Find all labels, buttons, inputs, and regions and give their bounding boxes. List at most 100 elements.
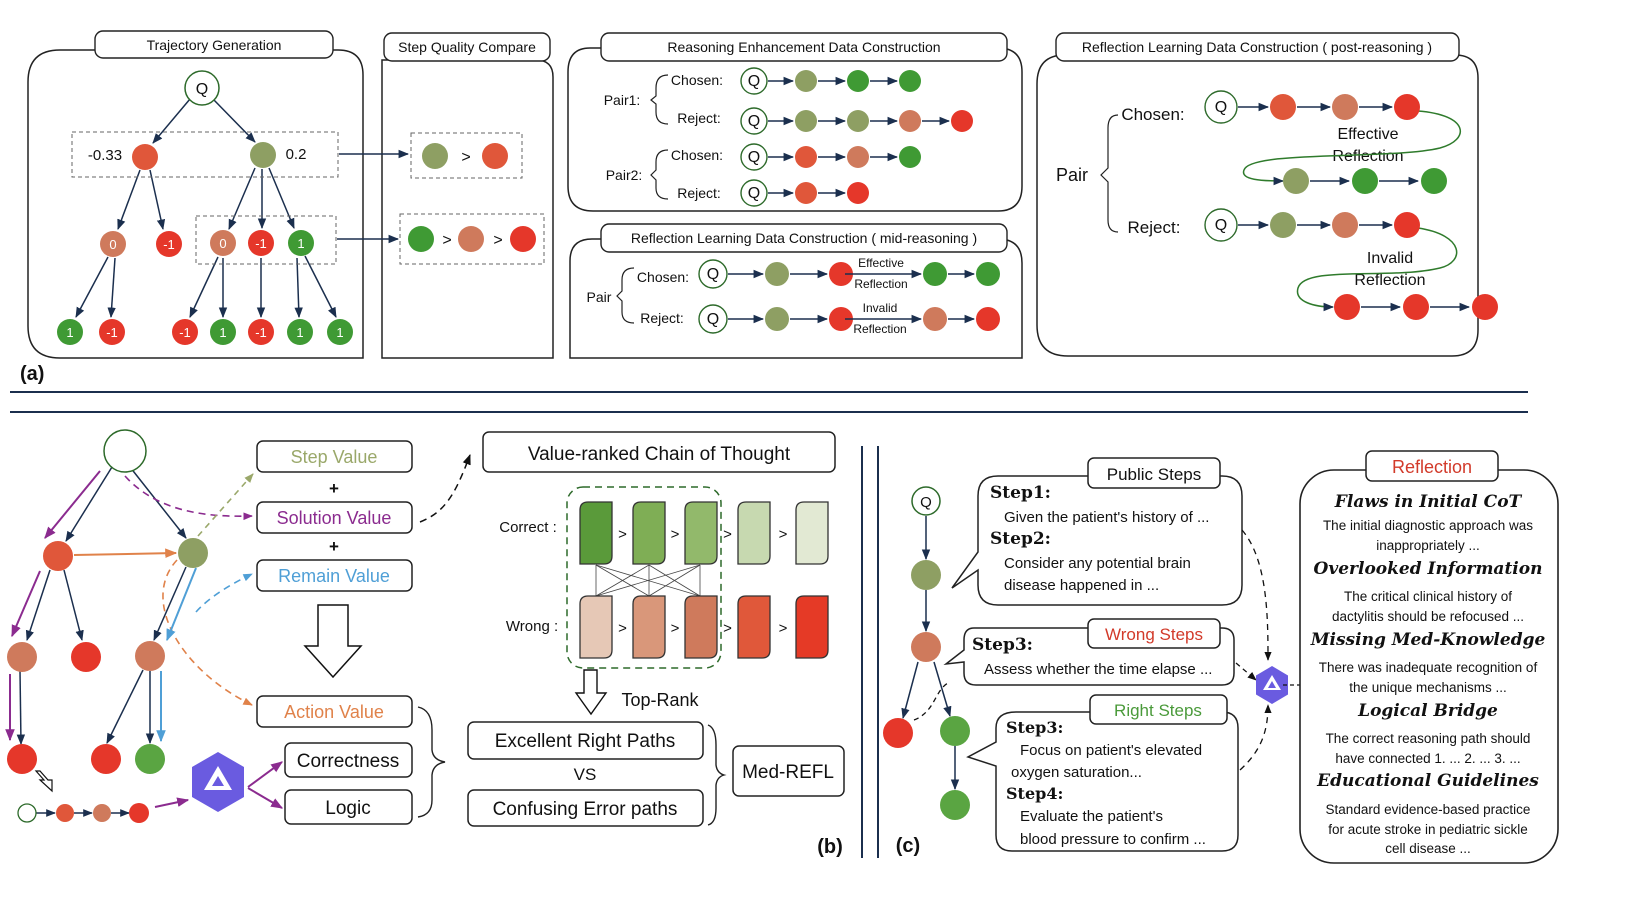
chain-node [795,70,817,92]
right-step4-text-1: Evaluate the patient's [1020,808,1163,825]
chain-node [899,70,921,92]
action-value-box [256,695,413,728]
b-chain-q [17,803,37,823]
value-left: -0.33 [88,147,122,164]
panel-c: Q Public Steps Step1: Given the patient'… [883,450,1559,864]
public-step2-label: Step2: [990,529,1051,549]
cot-block [737,501,771,565]
level3-node [287,319,313,345]
reflection-h5: Educational Guidelines [1316,771,1539,791]
chain-node [765,262,789,286]
level3-node-value: 1 [336,325,343,340]
reflection-h2: Overlooked Information [1314,559,1543,579]
post-chosen-label: Chosen: [1121,105,1184,124]
plus-2: + [329,537,339,556]
cot-correct-label: Correct : [499,519,557,536]
level2-node [100,231,126,257]
chain-node [1394,212,1420,238]
wrong-steps-tag: Wrong Steps [1105,625,1203,644]
reflection-t1-2: inappropriately ... [1376,538,1480,553]
public-steps-tag: Public Steps [1107,465,1202,484]
reflection-t5-1: Standard evidence-based practice [1326,802,1531,817]
post-chains: QQ [1204,90,1498,320]
chain-node [1472,294,1498,320]
right-step3-text-1: Focus on patient's elevated [1020,742,1202,759]
level2-node-value: 1 [297,236,304,251]
level2-node [288,230,314,256]
right-step3-label: Step3: [1006,718,1063,737]
reflection-t2-1: The critical clinical history of [1344,589,1512,604]
right-step3-text-2: oxygen saturation... [1011,764,1142,781]
reflection-t1-1: The initial diagnostic approach was [1323,518,1533,533]
compare2-red-node [510,226,536,252]
level3-node-value: -1 [106,325,118,340]
correctness-label: Correctness [297,751,399,772]
chain-node [847,182,869,204]
mid-title: Reflection Learning Data Construction ( … [631,230,977,246]
panel-label-c: (c) [896,835,920,857]
level2-node-value: -1 [163,237,175,252]
mid-effective-reflection: Reflection [854,277,907,291]
node-left-l1 [132,144,158,170]
reflection-tag: Reflection [1392,457,1472,477]
cot-gt: > [618,620,627,637]
med-refl-label: Med-REFL [742,762,834,783]
pair2-chosen-label: Chosen: [671,147,723,163]
b-node-l2-a [7,642,37,672]
level2-node-value: 0 [219,236,226,251]
b-node-l3-c [135,744,165,774]
reflection-t5-3: cell disease ... [1385,841,1471,856]
solution-value-box [256,501,413,534]
vs-label: VS [574,765,597,784]
c-root-q-label: Q [920,494,932,511]
mid-chosen-label: Chosen: [637,269,689,285]
chain-q-label: Q [748,113,760,130]
c-node-brown [911,632,941,662]
post-pair-label: Pair [1056,165,1088,185]
logic-box [284,789,413,825]
right-step4-text-2: blood pressure to confirm ... [1020,831,1206,848]
reflection-t4-1: The correct reasoning path should [1326,731,1531,746]
right-step4-label: Step4: [1006,784,1063,803]
chain-node [923,307,947,331]
mid-reasoning-panel: Reflection Learning Data Construction ( … [569,223,1023,359]
chain-q-label: Q [748,73,760,90]
c-node-olive [911,560,941,590]
compare2-green-node [408,226,434,252]
chain-node [765,307,789,331]
panel-b: Step Value + Solution Value + Remain Val… [5,429,845,858]
chain-node [847,70,869,92]
chain-q-node [1204,208,1238,242]
level3-node-value: 1 [296,325,303,340]
root-q-node [184,70,220,106]
cot-title-box [482,431,836,473]
level2-node [156,231,182,257]
qwen-logo-icon-b [192,752,244,812]
wrong-step3-label: Step3: [972,635,1033,655]
c-root-q-node [911,486,941,516]
post-invalid-reflection: Reflection [1354,272,1425,289]
level3-node [248,319,274,345]
reflection-h1: Flaws in Initial CoT [1334,492,1523,512]
mid-invalid-label: Invalid [863,301,898,315]
reflection-h3: Missing Med-Knowledge [1310,630,1546,650]
level2-node [248,230,274,256]
chain-node [795,146,817,168]
c-node-red [883,718,913,748]
chain-q-node [740,67,768,95]
toprank-label: Top-Rank [621,690,699,710]
level3-node-value: -1 [179,325,191,340]
public-step1-text: Given the patient's history of ... [1004,509,1209,526]
b-node-l1-left [43,541,73,571]
level2-node [210,230,236,256]
b-node-l3-a [7,744,37,774]
remain-value-box [256,559,413,592]
chain-node [1352,168,1378,194]
b-node-l3-b [91,744,121,774]
post-reasoning-panel: Reflection Learning Data Construction ( … [1036,32,1498,357]
cot-wrong-label: Wrong : [506,618,558,635]
level3-node-value: 1 [219,325,226,340]
reflection-t3-1: There was inadequate recognition of [1319,660,1538,675]
